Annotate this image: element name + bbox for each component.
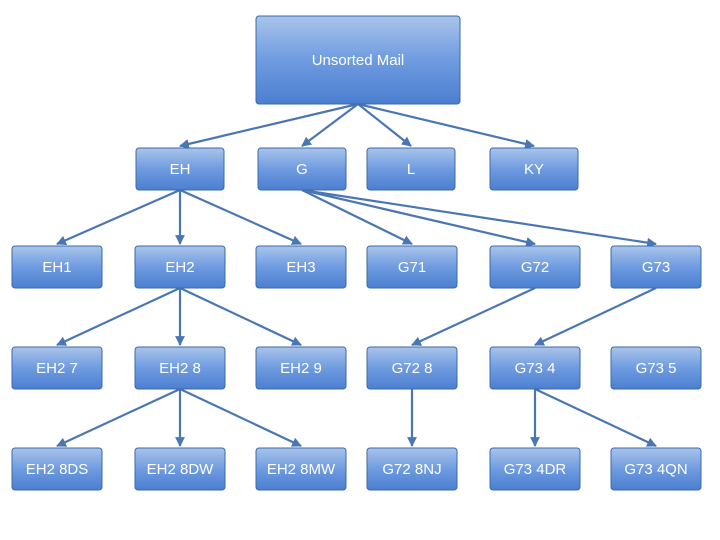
node-box <box>489 245 581 289</box>
node-label: G71 <box>398 259 426 276</box>
node-label: EH <box>170 161 191 178</box>
arrow-eh-to-eh3 <box>179 188 302 246</box>
node-box <box>489 346 581 390</box>
node-g72-8: G72 8 <box>366 346 458 390</box>
node-eh2-8dw: EH2 8DW <box>134 447 226 491</box>
node-label: G73 4QN <box>624 461 687 478</box>
node-box <box>11 447 103 491</box>
node-box <box>366 447 458 491</box>
node-eh3: EH3 <box>255 245 347 289</box>
node-eh2-8ds: EH2 8DS <box>11 447 103 491</box>
node-box <box>255 245 347 289</box>
node-g71: G71 <box>366 245 458 289</box>
node-box <box>257 147 347 191</box>
node-box <box>489 147 579 191</box>
node-label: KY <box>524 161 544 178</box>
node-eh2-8mw: EH2 8MW <box>255 447 347 491</box>
node-eh1: EH1 <box>11 245 103 289</box>
arrow-root-to-eh <box>179 102 359 149</box>
node-g73-4: G73 4 <box>489 346 581 390</box>
node-root: Unsorted Mail <box>255 15 461 105</box>
node-label: EH1 <box>42 259 71 276</box>
node-box <box>610 245 702 289</box>
node-eh2-7: EH2 7 <box>11 346 103 390</box>
node-label: G72 8NJ <box>382 461 441 478</box>
node-box <box>135 147 225 191</box>
node-g72: G72 <box>489 245 581 289</box>
arrow-g-to-g73 <box>301 188 657 248</box>
arrow-g73_4-to-g73_4qn <box>534 388 657 447</box>
node-label: EH2 8 <box>159 360 201 377</box>
node-ky: KY <box>489 147 579 191</box>
node-box <box>489 447 581 491</box>
node-box <box>255 346 347 390</box>
node-g73-4qn: G73 4QN <box>610 447 702 491</box>
node-label: G73 4DR <box>504 461 567 478</box>
node-box <box>255 447 347 491</box>
node-box <box>134 447 226 491</box>
arrow-eh-to-eh1 <box>56 188 181 246</box>
node-box <box>134 245 226 289</box>
node-box <box>610 346 702 390</box>
node-label: G73 4 <box>515 360 556 377</box>
node-g: G <box>257 147 347 191</box>
node-eh2-8: EH2 8 <box>134 346 226 390</box>
arrow-root-to-ky <box>357 102 535 149</box>
node-label: EH3 <box>286 259 315 276</box>
node-label: L <box>407 161 415 178</box>
arrow-g73-to-g73_4 <box>534 287 657 346</box>
node-box <box>366 245 458 289</box>
node-g73-4dr: G73 4DR <box>489 447 581 491</box>
arrow-g72-to-g72_8 <box>411 287 536 346</box>
node-g73-5: G73 5 <box>610 346 702 390</box>
node-box <box>366 147 456 191</box>
arrow-g-to-g72 <box>301 188 536 247</box>
node-box <box>255 15 461 105</box>
node-label: EH2 8DW <box>147 461 215 478</box>
arrow-root-to-l <box>357 103 412 147</box>
node-box <box>610 447 702 491</box>
node-label: EH2 8DS <box>26 461 89 478</box>
node-label: G <box>296 161 308 178</box>
node-g72-8nj: G72 8NJ <box>366 447 458 491</box>
node-label: G73 5 <box>636 360 677 377</box>
node-label: EH2 9 <box>280 360 322 377</box>
arrow-root-to-g <box>301 103 359 147</box>
node-label: G72 8 <box>392 360 433 377</box>
node-label: Unsorted Mail <box>312 52 405 69</box>
arrow-eh2-to-eh2_9 <box>179 287 302 346</box>
node-box <box>11 346 103 390</box>
node-label: EH2 <box>165 259 194 276</box>
node-eh2: EH2 <box>134 245 226 289</box>
node-eh2-9: EH2 9 <box>255 346 347 390</box>
arrow-eh2_8-to-eh2_8ds <box>56 388 181 447</box>
node-g73: G73 <box>610 245 702 289</box>
arrow-g-to-g71 <box>301 189 413 245</box>
node-label: G73 <box>642 259 670 276</box>
node-label: EH2 8MW <box>267 461 336 478</box>
node-eh: EH <box>135 147 225 191</box>
node-label: G72 <box>521 259 549 276</box>
arrow-eh2-to-eh2_7 <box>56 287 181 346</box>
node-box <box>11 245 103 289</box>
node-label: EH2 7 <box>36 360 78 377</box>
node-l: L <box>366 147 456 191</box>
node-box <box>366 346 458 390</box>
edges-layer <box>56 102 657 447</box>
arrow-eh2_8-to-eh2_8mw <box>179 388 302 447</box>
node-box <box>134 346 226 390</box>
